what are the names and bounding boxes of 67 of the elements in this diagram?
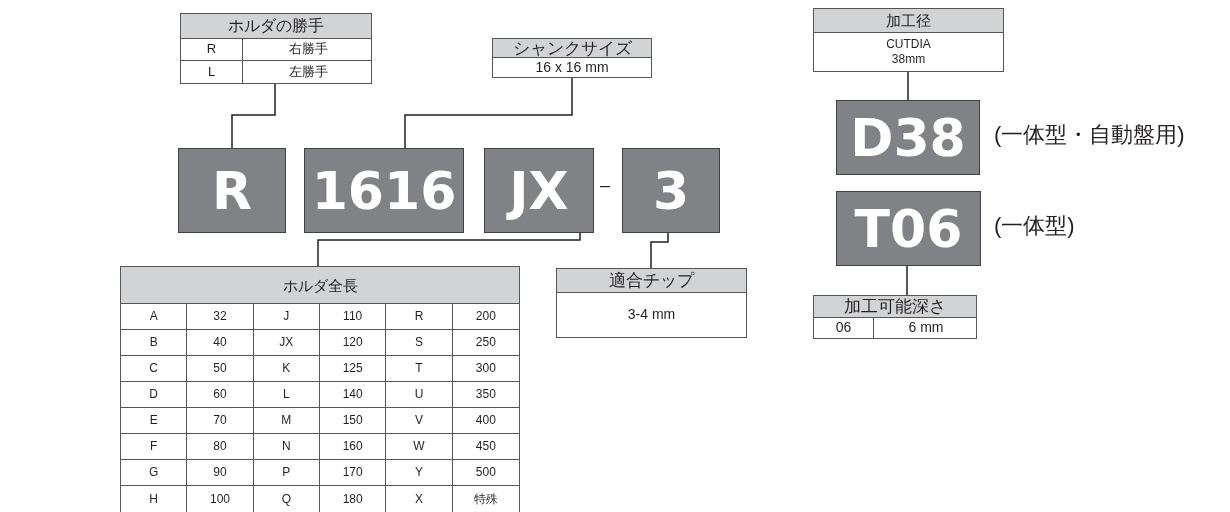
table-header: 加工径: [814, 9, 1003, 33]
connector-line: [317, 232, 581, 267]
table-header: 加工可能深さ: [814, 296, 976, 318]
table-cell: 90: [187, 460, 254, 486]
table-cell: R: [386, 304, 453, 330]
table-cell: B: [121, 330, 188, 356]
spec-table: [813, 295, 977, 339]
spec-table: [813, 8, 1004, 72]
table-cell: R: [181, 39, 243, 61]
table-cell: 160: [320, 434, 387, 460]
table-cell: 60: [187, 382, 254, 408]
table-cell: C: [121, 356, 188, 382]
code-text: 1616: [311, 164, 457, 217]
table-cell: 110: [320, 304, 387, 330]
table-header: ホルダの勝手: [181, 14, 371, 39]
table-cell: E: [121, 408, 188, 434]
table-cell: K: [253, 356, 320, 382]
note-text: (一体型): [994, 215, 1075, 237]
table-cell: A: [121, 304, 188, 330]
table-cell: 125: [320, 356, 387, 382]
spec-table: [180, 13, 372, 84]
connector-line: [906, 265, 908, 296]
separator-dash: –: [600, 176, 610, 194]
table-cell: D: [121, 382, 188, 408]
table-cell: 170: [320, 460, 387, 486]
table-cell: JX: [253, 330, 320, 356]
table-header: シャンクサイズ: [493, 39, 651, 58]
table-cell: 70: [187, 408, 254, 434]
table-cell: L: [253, 382, 320, 408]
table-cell: F: [121, 434, 188, 460]
connector-line: [650, 232, 669, 269]
table-cell: 32: [187, 304, 254, 330]
table-cell: 120: [320, 330, 387, 356]
table-cell: Y: [386, 460, 453, 486]
code-box: [836, 191, 981, 266]
table-cell: S: [386, 330, 453, 356]
table-cell: 140: [320, 382, 387, 408]
table-cell: W: [386, 434, 453, 460]
table-cell: 40: [187, 330, 254, 356]
table-cell: V: [386, 408, 453, 434]
code-box: [304, 148, 464, 233]
code-text: D38: [850, 111, 966, 164]
table-cell: M: [253, 408, 320, 434]
table-cell: 50: [187, 356, 254, 382]
table-cell: U: [386, 382, 453, 408]
table-cell: T: [386, 356, 453, 382]
table-cell: G: [121, 460, 188, 486]
table-cell: 右勝手: [243, 39, 371, 61]
connector-line: [231, 82, 276, 149]
table-cell: 80: [187, 434, 254, 460]
spec-table: [120, 266, 520, 512]
table-header: ホルダ全長: [121, 267, 519, 304]
table-cell: 150: [320, 408, 387, 434]
table-cell: P: [253, 460, 320, 486]
code-box: [836, 100, 980, 175]
code-text: T06: [854, 202, 963, 255]
code-box: [484, 148, 594, 233]
table-cell: J: [253, 304, 320, 330]
table-cell: N: [253, 434, 320, 460]
code-text: 3: [652, 164, 690, 217]
table-header: 適合チップ: [557, 269, 746, 293]
note-text: (一体型・自動盤用): [994, 124, 1185, 146]
spec-table: [492, 38, 652, 78]
code-text: R: [211, 164, 252, 217]
spec-table: [556, 268, 747, 338]
code-box: [178, 148, 286, 233]
code-box: [622, 148, 720, 233]
